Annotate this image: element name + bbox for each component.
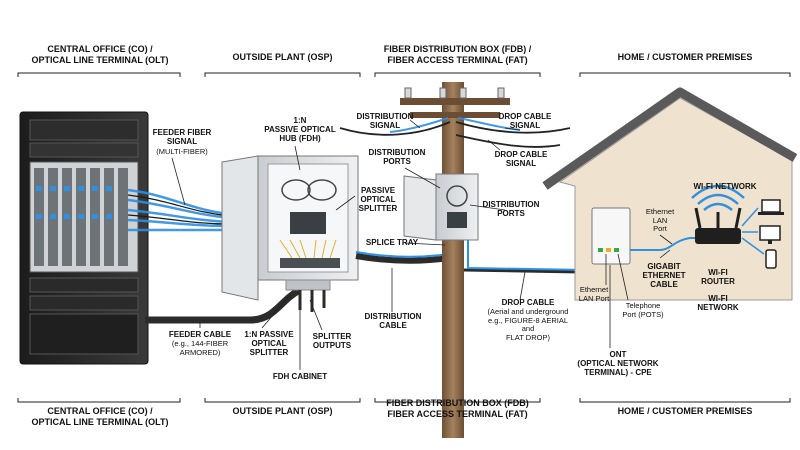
label-passive-optical-splitter: PASSIVE OPTICAL SPLITTER [358, 186, 398, 214]
label-ethernet-lan-port-ont: Ethernet LAN Port [578, 285, 610, 303]
label-telephone-port: Telephone Port (POTS) [622, 301, 664, 319]
label-distribution-ports-right: DISTRIBUTION PORTS [482, 200, 540, 219]
label-splice-tray: SPLICE TRAY [365, 238, 419, 247]
distribution-cable-line [355, 251, 451, 264]
fdh-cabinet [221, 155, 359, 301]
label-gigabit-ethernet-cable: GIGABIT ETHERNET CABLE [642, 262, 686, 290]
label-wifi-router: WI-FI ROUTER [701, 268, 735, 287]
label-feeder-fiber-sub: (MULTI-FIBER) [156, 147, 208, 156]
label-drop-cable-sub: (Aerial and underground e.g., FIGURE-8 A… [487, 307, 569, 342]
label-wifi-network-top: WI-FI NETWORK [693, 182, 757, 191]
label-distribution-ports-left: DISTRIBUTION PORTS [368, 148, 426, 167]
label-ethernet-lan-port-router: Ethernet LAN Port [645, 207, 675, 234]
olt-rack [19, 111, 149, 365]
label-passive-optical-hub: 1:N PASSIVE OPTICAL HUB (FDH) [264, 116, 336, 144]
header-home-bottom: HOME / CUSTOMER PREMISES [617, 406, 753, 416]
header-co-top: CENTRAL OFFICE (CO) / OPTICAL LINE TERMI… [31, 44, 169, 66]
header-fdb-top: FIBER DISTRIBUTION BOX (FDB) / FIBER ACC… [383, 44, 532, 66]
laptop-icon [758, 199, 784, 215]
header-fdb-bottom: FIBER DISTRIBUTION BOX (FDB) FIBER ACCES… [386, 398, 529, 420]
wifi-signal-icon [691, 184, 745, 211]
feeder-cable-line [145, 286, 302, 324]
label-feeder-fiber-signal: FEEDER FIBER SIGNAL [152, 128, 212, 147]
label-feeder-cable: FEEDER CABLE [168, 330, 232, 339]
label-drop-cable-signal-mid: DROP CABLE SIGNAL [494, 150, 548, 169]
header-home-top: HOME / CUSTOMER PREMISES [617, 52, 753, 62]
label-drop-cable: DROP CABLE [501, 298, 555, 307]
header-osp-top: OUTSIDE PLANT (OSP) [232, 52, 333, 62]
label-distribution-signal: DISTRIBUTION SIGNAL [356, 112, 414, 131]
label-ont: ONT (OPTICAL NETWORK TERMINAL) - CPE [577, 350, 659, 378]
header-co-bottom: CENTRAL OFFICE (CO) / OPTICAL LINE TERMI… [31, 406, 169, 428]
drop-cable-line [463, 240, 590, 274]
label-drop-cable-signal-top: DROP CABLE SIGNAL [498, 112, 552, 131]
header-brackets [17, 72, 791, 403]
header-osp-bottom: OUTSIDE PLANT (OSP) [232, 406, 333, 416]
utility-pole [400, 82, 510, 438]
label-distribution-cable: DISTRIBUTION CABLE [364, 312, 422, 331]
monitor-icon [759, 225, 781, 244]
feeder-fiber-signal-lines [127, 188, 231, 232]
fat-box [403, 173, 479, 241]
label-wifi-network: WI-FI NETWORK [697, 294, 739, 313]
wifi-router [694, 207, 742, 244]
smartphone-icon [765, 249, 777, 269]
label-fdh-cabinet: FDH CABINET [272, 372, 328, 381]
label-splitter-outputs: SPLITTER OUTPUTS [312, 332, 352, 351]
leader-lines [171, 119, 673, 370]
label-1n-passive-splitter: 1:N PASSIVE OPTICAL SPLITTER [244, 330, 294, 358]
ont-device [591, 207, 631, 265]
label-feeder-cable-sub: (e.g., 144-FIBER ARMORED) [171, 339, 229, 357]
